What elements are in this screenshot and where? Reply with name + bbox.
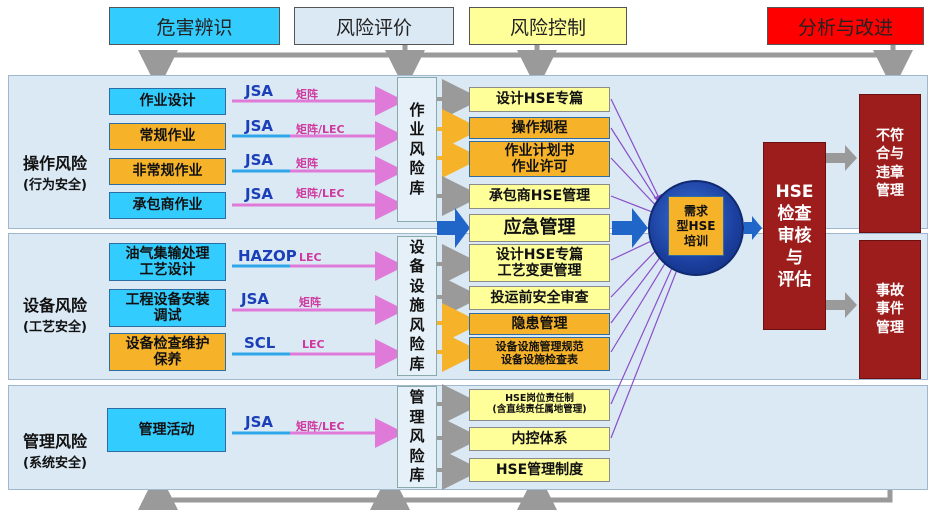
library-char: 管 xyxy=(409,388,425,407)
method-type: 矩阵/LEC xyxy=(296,123,345,136)
hazard-equipment-installation: 工程设备安装 调试 xyxy=(109,289,226,327)
header-analysis-improvement: 分析与改进 xyxy=(767,7,924,45)
control-internal-control: 内控体系 xyxy=(469,427,610,451)
row-subtitle: (行为安全) xyxy=(23,178,87,193)
control-operating-procedures: 操作规程 xyxy=(469,117,610,139)
row-title: 设备风险 xyxy=(22,296,87,315)
library-equipment-risk: 设备设施风险库 xyxy=(397,236,437,376)
hazard-management-activity: 管理活动 xyxy=(107,408,226,452)
method-name: JSA xyxy=(245,82,273,100)
method-type: LEC xyxy=(299,251,322,264)
library-char: 险 xyxy=(409,159,425,178)
library-char: 风 xyxy=(409,427,425,446)
library-char: 风 xyxy=(409,315,425,334)
control-hse-responsibility: HSE岗位责任制 (含直线责任属地管理) xyxy=(469,389,610,421)
control-contractor-hse: 承包商HSE管理 xyxy=(469,184,610,209)
header-risk-evaluation: 风险评价 xyxy=(294,7,454,45)
library-char: 业 xyxy=(409,120,425,139)
method-type: 矩阵 xyxy=(296,88,318,101)
library-char: 库 xyxy=(409,466,425,485)
control-hse-management-system: HSE管理制度 xyxy=(469,458,610,482)
row-label-equipment: 设备风险 (工艺安全) xyxy=(10,292,100,335)
library-char: 险 xyxy=(409,446,425,465)
row-title: 管理风险 xyxy=(22,432,87,451)
method-name: JSA xyxy=(245,185,273,203)
hazard-equipment-maintenance: 设备检查维护 保养 xyxy=(109,333,226,371)
method-name: JSA xyxy=(245,413,273,431)
row-label-operation: 操作风险 (行为安全) xyxy=(10,150,100,193)
row-label-management: 管理风险 (系统安全) xyxy=(10,428,100,471)
control-emergency-management: 应急管理 xyxy=(469,214,610,242)
hazard-contractor-work: 承包商作业 xyxy=(109,192,226,219)
library-char: 设 xyxy=(409,237,425,256)
row-subtitle: (系统安全) xyxy=(23,456,87,471)
library-management-risk: 管理风险库 xyxy=(397,386,437,488)
library-work-risk: 作业风险库 xyxy=(397,77,437,222)
header-risk-control: 风险控制 xyxy=(469,7,627,45)
control-hazard-management: 隐患管理 xyxy=(469,313,610,335)
method-type: 矩阵/LEC xyxy=(296,420,345,433)
control-design-hse-chapter: 设计HSE专篇 xyxy=(469,87,610,112)
training-demand-hse: 需求 型HSE 培训 xyxy=(668,196,724,256)
library-char: 库 xyxy=(409,178,425,197)
outcome-incident: 事故 事件 管理 xyxy=(859,240,921,379)
hazard-oil-gas-process-design: 油气集输处理 工艺设计 xyxy=(109,243,226,281)
row-subtitle: (工艺安全) xyxy=(23,320,87,335)
library-char: 备 xyxy=(409,257,425,276)
row-title: 操作风险 xyxy=(22,154,87,173)
method-type: 矩阵 xyxy=(299,296,321,309)
library-char: 设 xyxy=(409,276,425,295)
control-work-plan-permit: 作业计划书 作业许可 xyxy=(469,141,610,177)
audit-box: HSE 检查 审核 与 评估 xyxy=(763,142,826,330)
method-name: SCL xyxy=(244,334,276,352)
control-equipment-standards: 设备设施管理规范 设备设施检查表 xyxy=(469,337,610,371)
library-char: 风 xyxy=(409,139,425,158)
method-type: 矩阵/LEC xyxy=(296,187,345,200)
library-char: 险 xyxy=(409,335,425,354)
method-name: JSA xyxy=(241,290,269,308)
library-char: 理 xyxy=(409,407,425,426)
control-design-process-change: 设计HSE专篇 工艺变更管理 xyxy=(469,244,610,282)
control-pre-startup-review: 投运前安全审查 xyxy=(469,286,610,310)
hazard-nonroutine-work: 非常规作业 xyxy=(109,158,226,185)
outcome-noncompliance: 不符 合与 违章 管理 xyxy=(859,94,921,233)
method-name: JSA xyxy=(245,151,273,169)
hazard-work-design: 作业设计 xyxy=(109,88,226,115)
library-char: 施 xyxy=(409,296,425,315)
method-name: JSA xyxy=(245,117,273,135)
library-char: 作 xyxy=(409,100,425,119)
method-type: LEC xyxy=(302,338,325,351)
method-type: 矩阵 xyxy=(296,157,318,170)
hazard-routine-work: 常规作业 xyxy=(109,123,226,150)
header-hazard-identification: 危害辨识 xyxy=(109,7,280,45)
library-char: 库 xyxy=(409,354,425,373)
method-name: HAZOP xyxy=(238,247,297,265)
